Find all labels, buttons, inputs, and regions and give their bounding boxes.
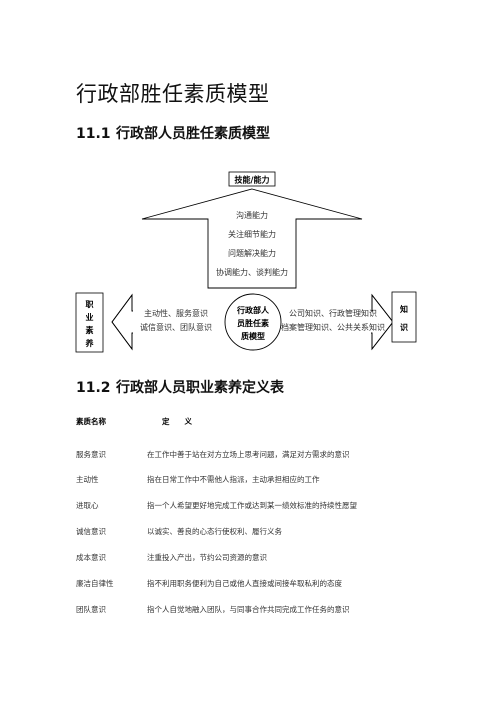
skill-item: 协调能力、谈判能力 — [216, 267, 288, 277]
skill-item: 沟通能力 — [236, 210, 268, 220]
section-number: 11.2 — [76, 380, 111, 396]
center-text: 质模型 — [241, 331, 265, 341]
literacy-label-char: 职 — [86, 299, 94, 309]
row-term: 成本意识 — [76, 553, 106, 562]
literacy-item: 主动性、服务意识 — [144, 308, 208, 318]
literacy-item: 诚信意识、团队意识 — [140, 322, 212, 332]
center-text: 员胜任素 — [237, 318, 269, 328]
row-term: 进取心 — [76, 501, 99, 510]
skills-label-box — [228, 171, 276, 187]
center-circle — [224, 293, 282, 351]
row-term: 诚信意识 — [76, 527, 106, 536]
header-def: 定 义 — [162, 417, 192, 426]
row-term: 主动性 — [76, 475, 99, 484]
literacy-label-char: 业 — [86, 312, 94, 322]
center-text: 行政部人 — [236, 305, 270, 315]
row-def: 在工作中善于站在对方立场上思考问题，满足对方需求的意识 — [147, 450, 350, 459]
knowledge-item: 公司知识、行政管理知识 — [289, 308, 377, 318]
literacy-label-char: 素 — [86, 325, 94, 335]
row-term: 团队意识 — [76, 605, 106, 614]
section-number: 11.1 — [76, 126, 111, 142]
row-def: 注重投入产出，节约公司资源的意识 — [147, 553, 267, 562]
row-def: 指个人自觉地融入团队，与同事合作共同完成工作任务的意识 — [147, 605, 350, 614]
section-title: 行政部人员胜任素质模型 — [116, 126, 270, 142]
row-def: 指一个人希望更好地完成工作或达到某一绩效标准的持续性愿望 — [147, 501, 357, 510]
row-def: 指不利用职务便利为自己或他人直接或间接牟取私利的态度 — [147, 579, 342, 588]
knowledge-label-char: 识 — [400, 322, 408, 332]
knowledge-item: 档案管理知识、公共关系知识 — [281, 322, 385, 332]
row-def: 指在日常工作中不需他人指派，主动承担相应的工作 — [147, 475, 320, 484]
skills-arrow — [141, 188, 363, 289]
section-title: 行政部人员职业素养定义表 — [116, 380, 284, 396]
section-heading-definition-table: 11.2 行政部人员职业素养定义表 — [76, 377, 284, 397]
skills-label: 技能/能力 — [235, 175, 270, 185]
knowledge-label-box — [391, 291, 417, 343]
knowledge-label-char: 知 — [400, 304, 408, 314]
row-term: 廉洁自律性 — [76, 579, 114, 588]
header-term: 素质名称 — [76, 417, 106, 426]
page-title: 行政部胜任素质模型 — [76, 82, 270, 106]
section-heading-competency-model: 11.1 行政部人员胜任素质模型 — [76, 123, 270, 143]
row-term: 服务意识 — [76, 450, 106, 459]
row-def: 以诚实、善良的心态行使权利、履行义务 — [147, 527, 282, 536]
skill-item: 关注细节能力 — [228, 229, 276, 239]
skill-item: 问题解决能力 — [228, 248, 276, 258]
literacy-label-char: 养 — [85, 338, 94, 348]
literacy-label-box — [75, 292, 104, 353]
